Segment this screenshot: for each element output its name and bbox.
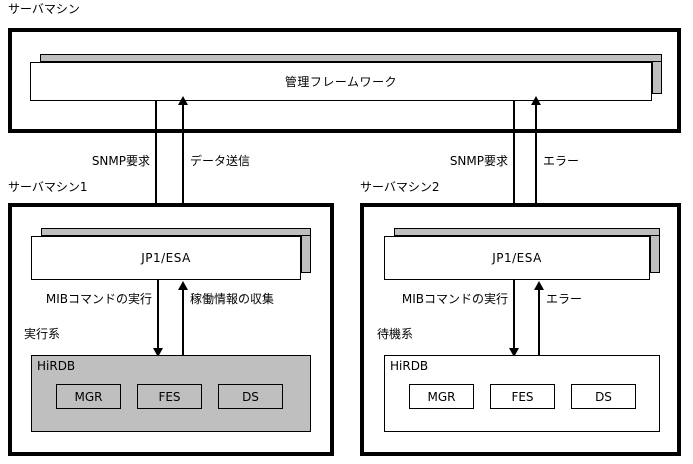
slab-front-face: JP1/ESA <box>31 236 301 280</box>
machine2-agent-label: JP1/ESA <box>492 251 542 265</box>
link-snmp-request-left-label: SNMP要求 <box>91 154 150 168</box>
slab-side-face <box>301 235 311 273</box>
machine1-caption: サーバマシン1 <box>8 180 88 194</box>
machine1-mib-command-line <box>157 280 159 354</box>
machine2-hirdb-title: HiRDB <box>390 359 429 373</box>
slab-side-face <box>650 235 660 273</box>
machine1-component-fes: FES <box>137 384 202 409</box>
link-snmp-request-left-line <box>155 101 157 220</box>
machine2-component-ds: DS <box>571 384 636 409</box>
slab-front-face: JP1/ESA <box>384 236 650 280</box>
link-error-top-line <box>535 104 537 220</box>
machine1-component-ds: DS <box>218 384 283 409</box>
component-label: FES <box>511 389 534 404</box>
top-machine-caption: サーバマシン <box>8 2 80 16</box>
machine1-hirdb-box: HiRDB MGR FES DS <box>31 355 311 432</box>
machine1-metrics-collect-line <box>182 288 184 355</box>
link-data-send-arrowhead <box>178 96 188 105</box>
slab-front-face: 管理フレームワーク <box>30 62 652 101</box>
management-framework-label: 管理フレームワーク <box>284 75 398 89</box>
machine1-mib-command-label: MIBコマンドの実行 <box>45 292 152 306</box>
machine1-metrics-collect-arrowhead <box>178 281 188 290</box>
machine2-error-line <box>538 288 540 355</box>
link-error-top-arrowhead <box>531 96 541 105</box>
machine1-system-label: 実行系 <box>24 327 61 341</box>
machine2-component-mgr: MGR <box>409 384 474 409</box>
management-framework-box: 管理フレームワーク <box>30 54 662 101</box>
link-data-send-line <box>182 104 184 220</box>
link-data-send-label: データ送信 <box>190 154 251 168</box>
link-snmp-request-right-label: SNMP要求 <box>449 154 508 168</box>
slab-top-face <box>40 54 662 62</box>
component-label: FES <box>158 389 181 404</box>
machine2-hirdb-box: HiRDB MGR FES DS <box>384 355 660 432</box>
machine2-agent-box: JP1/ESA <box>384 228 660 280</box>
machine1-agent-label: JP1/ESA <box>141 251 191 265</box>
machine2-caption: サーバマシン2 <box>360 180 440 194</box>
machine1-component-mgr: MGR <box>56 384 121 409</box>
machine1-metrics-collect-label: 稼働情報の収集 <box>190 292 275 306</box>
machine2-mib-command-line <box>513 280 515 354</box>
slab-top-face <box>41 228 311 236</box>
machine2-mib-command-label: MIBコマンドの実行 <box>401 292 508 306</box>
link-error-top-label: エラー <box>543 154 580 168</box>
machine2-component-fes: FES <box>490 384 555 409</box>
link-snmp-request-right-line <box>513 101 515 220</box>
machine2-error-arrowhead <box>534 281 544 290</box>
machine2-error-label: エラー <box>546 292 583 306</box>
machine1-agent-box: JP1/ESA <box>31 228 311 280</box>
slab-top-face <box>394 228 660 236</box>
machine1-hirdb-title: HiRDB <box>37 359 76 373</box>
machine2-mib-command-arrowhead <box>509 348 519 357</box>
component-label: MGR <box>427 389 456 404</box>
slab-side-face <box>652 61 662 94</box>
component-label: DS <box>595 389 612 404</box>
component-label: DS <box>242 389 259 404</box>
machine1-mib-command-arrowhead <box>153 348 163 357</box>
machine2-system-label: 待機系 <box>377 327 414 341</box>
component-label: MGR <box>74 389 103 404</box>
